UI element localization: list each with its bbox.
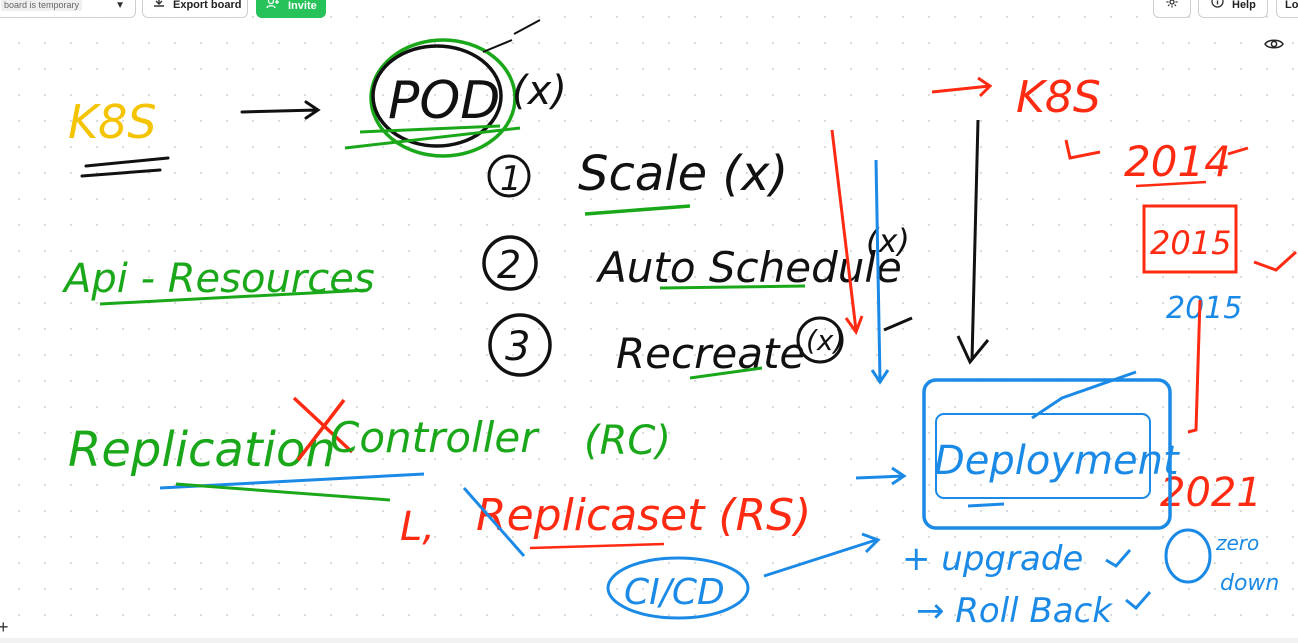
circle-num-3 xyxy=(488,313,552,377)
arrow-cicd xyxy=(763,532,881,578)
note-2015-blue: 2015 xyxy=(1166,291,1242,326)
settings-button[interactable] xyxy=(1153,0,1191,18)
eye-icon[interactable] xyxy=(1263,35,1285,53)
pod-scribble xyxy=(482,19,541,53)
circle-recreate-x xyxy=(796,316,844,364)
note-replicaset: Replicaset (RS) xyxy=(476,490,811,541)
note-2021: 2021 xyxy=(1160,470,1262,516)
note-num-2: 2 xyxy=(497,243,521,287)
line-red-timeline xyxy=(1187,299,1202,434)
underline-2014 xyxy=(1135,180,1207,188)
note-replication: Replication xyxy=(68,422,336,478)
export-board-button[interactable]: Export board xyxy=(142,0,248,18)
note-2015: 2015 xyxy=(1150,224,1231,262)
arrow-red-to-k8s xyxy=(931,76,993,98)
underline-replication-green xyxy=(175,482,391,502)
note-recreate: Recreate xyxy=(616,329,805,378)
circle-num-1 xyxy=(487,154,531,198)
chevron-down-icon: ▼ xyxy=(115,0,125,11)
scribble-deployment xyxy=(1031,370,1137,420)
note-scale: Scale (x) xyxy=(578,146,788,202)
invite-label: Invite xyxy=(288,0,317,12)
circle-cicd xyxy=(606,556,750,620)
box-2015 xyxy=(1142,204,1238,274)
gear-icon xyxy=(1166,0,1178,11)
note-deployment: Deployment xyxy=(934,438,1180,484)
bottom-strip xyxy=(0,638,1298,643)
tick-upgrade xyxy=(1105,549,1132,568)
box-deployment-inner xyxy=(935,413,1151,499)
note-zero: zero xyxy=(1215,531,1259,555)
tick-2015 xyxy=(1253,250,1298,272)
plus-icon[interactable]: + xyxy=(0,617,9,637)
temporary-board-dropdown[interactable]: board is temporary ▼ xyxy=(0,0,136,18)
circle-num-2 xyxy=(482,235,538,291)
note-api-resources: Api - Resources xyxy=(61,256,375,302)
underline-k8s xyxy=(80,156,170,178)
download-icon xyxy=(153,0,165,11)
note-upgrade: + upgrade xyxy=(902,539,1083,579)
arrow-blue-vertical xyxy=(870,159,890,385)
info-icon xyxy=(1211,0,1224,11)
note-rc: (RC) xyxy=(584,418,671,464)
login-label: Lo xyxy=(1285,0,1298,11)
branch-2014 xyxy=(1064,139,1101,160)
login-button[interactable]: Lo xyxy=(1276,0,1298,18)
note-auto-x: (x) xyxy=(866,222,910,260)
note-down: down xyxy=(1220,571,1279,596)
underline-scale xyxy=(584,204,691,216)
arrow-rs-deployment xyxy=(855,466,907,486)
arrow-red-vertical xyxy=(830,129,864,336)
underline-recreate xyxy=(689,366,763,380)
box-deployment xyxy=(922,378,1172,530)
note-recreate-x: (x) xyxy=(806,324,844,357)
circle-zero xyxy=(1164,528,1212,584)
note-cicd: CI/CD xyxy=(624,572,725,613)
help-button[interactable]: Help xyxy=(1198,0,1268,18)
pod-circle-black xyxy=(371,44,503,148)
note-auto-schedule: Auto Schedule xyxy=(595,243,902,292)
note-pod-x: (x) xyxy=(512,68,567,114)
note-num-1: 1 xyxy=(500,159,522,199)
arrow-black-vertical xyxy=(956,119,990,365)
arrow-k8s-pod xyxy=(240,100,321,120)
note-k8s: K8S xyxy=(68,95,157,149)
note-k8s-right: K8S xyxy=(1016,72,1101,123)
underline-replicaset xyxy=(529,542,665,550)
note-controller: Controller xyxy=(330,413,540,462)
help-label: Help xyxy=(1232,0,1256,11)
note-rollback: → Roll Back xyxy=(916,591,1113,631)
note-replicaset-prefix: L, xyxy=(400,504,435,550)
pod-circle-green xyxy=(369,38,517,158)
add-user-icon xyxy=(266,0,280,12)
underline-auto xyxy=(659,284,806,290)
strike-x xyxy=(292,396,354,462)
tick-rollback xyxy=(1125,591,1152,611)
temporary-board-label: board is temporary xyxy=(1,0,83,11)
note-num-3: 3 xyxy=(505,324,530,370)
tick-2014 xyxy=(1227,146,1249,156)
note-2014: 2014 xyxy=(1124,137,1231,186)
underline-api xyxy=(99,288,369,306)
underline-pod xyxy=(344,124,521,150)
invite-button[interactable]: Invite xyxy=(256,0,326,18)
export-board-label: Export board xyxy=(173,0,242,11)
top-toolbar: board is temporary ▼ Export board Invite… xyxy=(0,0,1298,20)
tick-black xyxy=(883,316,913,332)
strike-replicaset xyxy=(462,487,526,557)
note-pod: POD xyxy=(388,71,500,131)
underline-deployment xyxy=(967,502,1005,508)
